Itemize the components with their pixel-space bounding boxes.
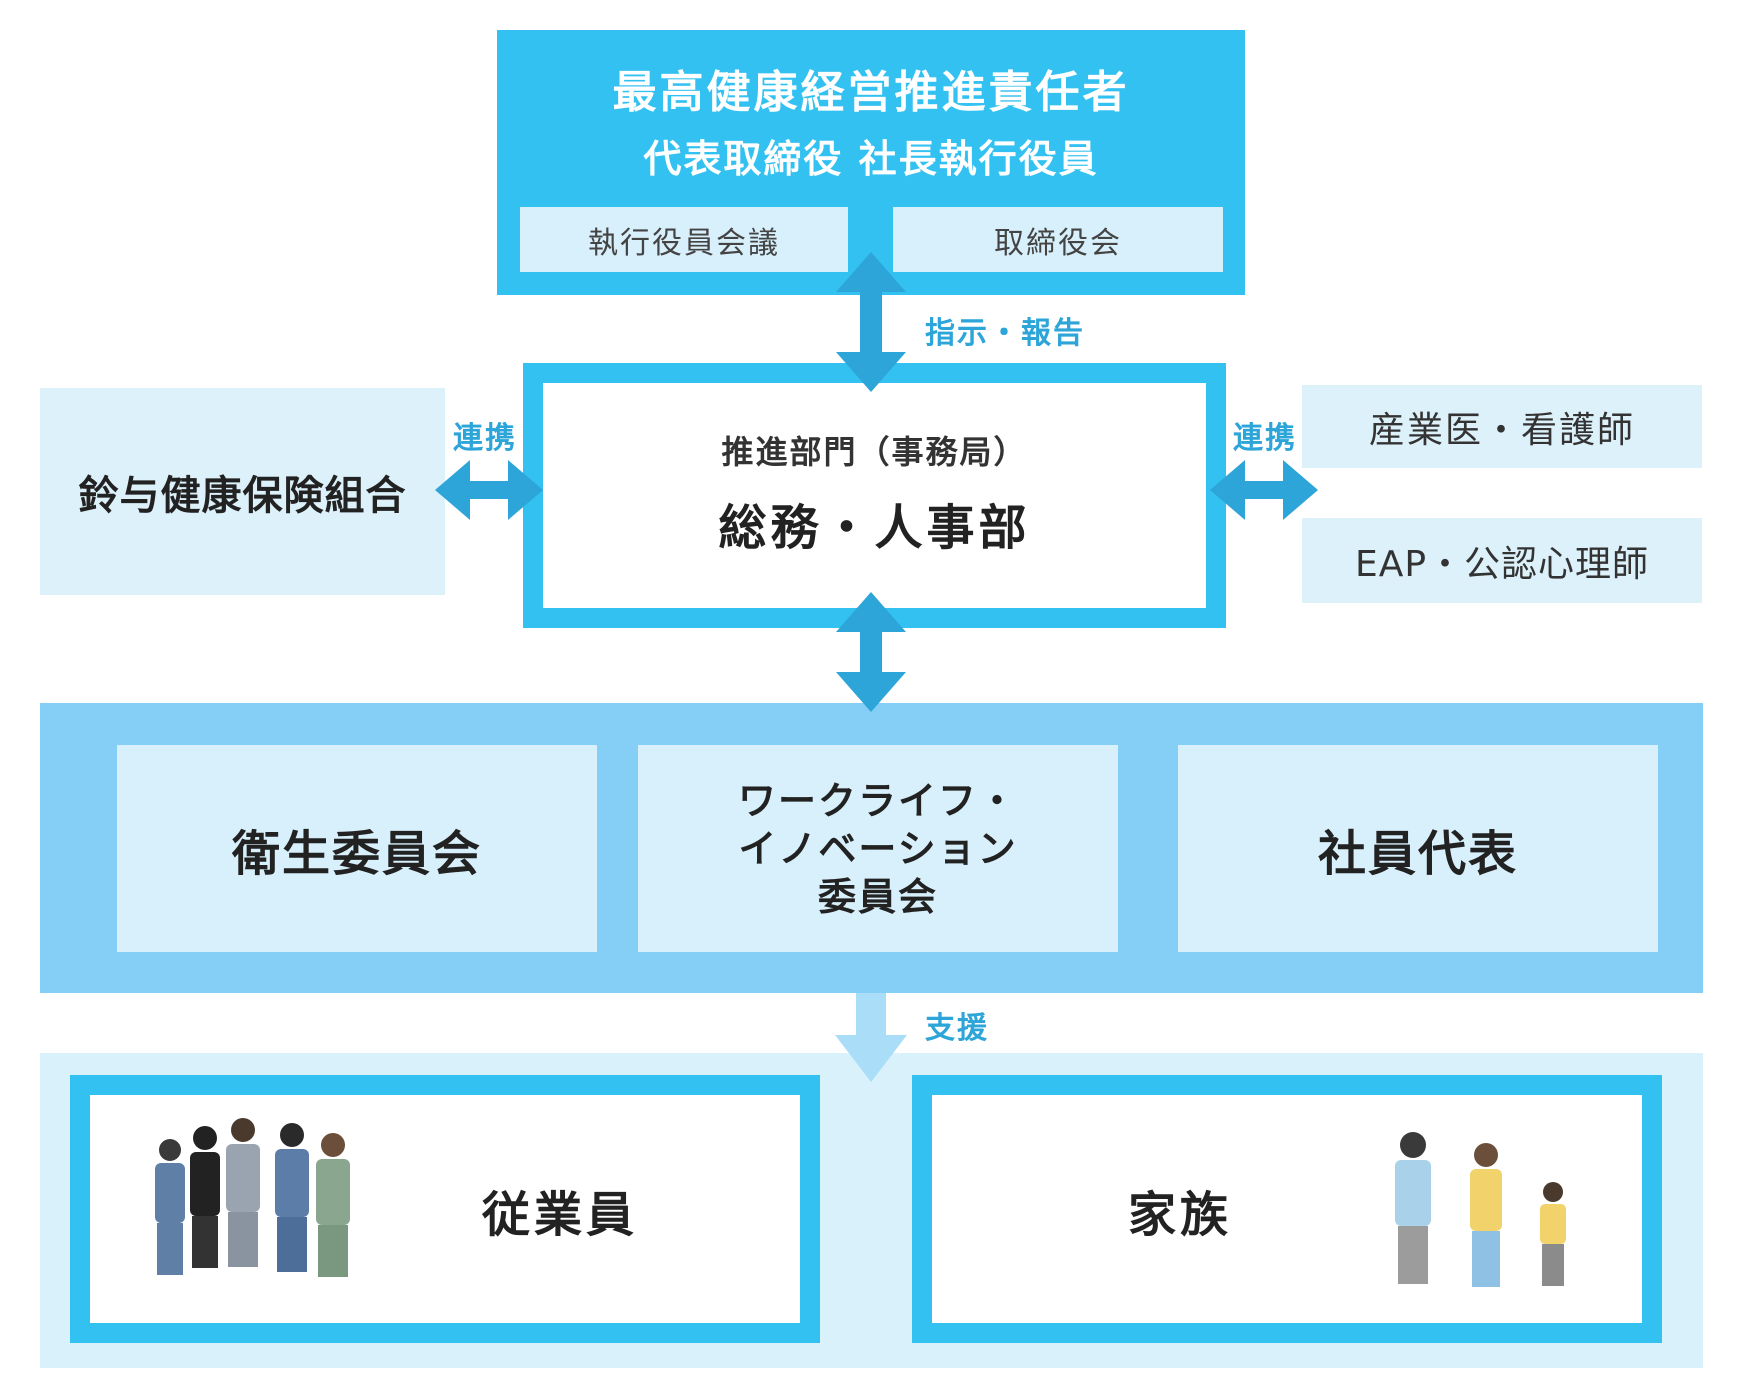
wli-line-2: イノベーション (738, 826, 1018, 871)
family-label: 家族 (1127, 1187, 1232, 1243)
wli-line-1: ワークライフ・ (737, 778, 1018, 823)
family-box (912, 1075, 1662, 1343)
top-subtitle: 代表取締役 社長執行役員 (643, 136, 1099, 181)
support-arrow-down-icon (835, 993, 907, 1082)
center-department-box (523, 363, 1226, 628)
employees-box (70, 1075, 820, 1343)
eap-psychologist-box: EAP・公認心理師 (1302, 518, 1702, 603)
work-life-innovation-committee-box: ワークライフ・ イノベーション 委員会 (638, 745, 1118, 952)
health-committee-box: 衛生委員会 (117, 745, 597, 952)
link-left-label: 連携 (453, 421, 517, 456)
employees-label: 従業員 (481, 1187, 638, 1243)
family-group-icon (1395, 1132, 1566, 1287)
center-subtitle: 推進部門（事務局） (721, 433, 1028, 471)
instruct-report-label: 指示・報告 (925, 316, 1085, 351)
industrial-doctor-box: 産業医・看護師 (1302, 385, 1702, 468)
double-arrow-vertical-middle-icon (836, 592, 906, 712)
top-title: 最高健康経営推進責任者 (612, 67, 1130, 118)
link-right-label: 連携 (1233, 421, 1297, 456)
group-of-employees-icon (155, 1118, 350, 1277)
double-arrow-horizontal-right-icon (1210, 460, 1318, 520)
employee-representative-box: 社員代表 (1178, 745, 1658, 952)
exec-meeting-box: 執行役員会議 (520, 207, 848, 272)
double-arrow-vertical-top-icon (836, 252, 906, 392)
center-title: 総務・人事部 (718, 500, 1031, 556)
support-label: 支援 (925, 1011, 989, 1046)
board-box: 取締役会 (893, 207, 1223, 272)
wli-line-3: 委員会 (817, 874, 938, 919)
health-insurance-union-box: 鈴与健康保険組合 (40, 388, 445, 595)
double-arrow-horizontal-left-icon (435, 460, 543, 520)
